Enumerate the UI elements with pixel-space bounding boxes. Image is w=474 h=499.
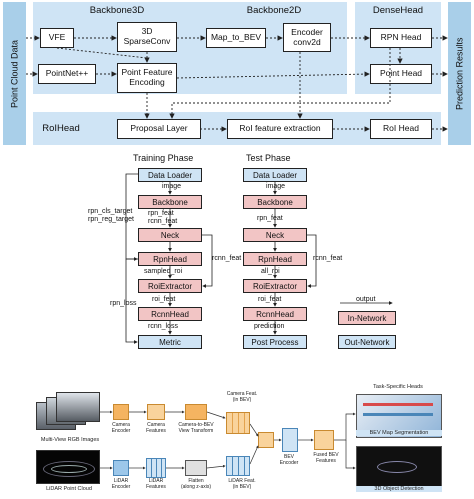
train-neck: Neck (138, 228, 202, 242)
camera-features-label: Camera Features (146, 422, 166, 434)
test-data-loader: Data Loader (243, 168, 307, 182)
proposal-layer-box: Proposal Layer (117, 119, 201, 139)
vfe-box: VFE (40, 28, 74, 48)
train-metric: Metric (138, 335, 202, 349)
bev-encoder-label: BEV Encoder (279, 454, 299, 466)
lidar-features-shape (146, 458, 166, 478)
camera-feat-bev-grid (226, 412, 250, 434)
test-rpnhead: RpnHead (243, 252, 307, 266)
lidar-label: LiDAR Point Cloud (46, 486, 92, 492)
camera-to-bev-shape (185, 404, 207, 420)
map-to-bev-box: Map_to_BEV (206, 28, 266, 48)
lidar-encoder-label: LiDAR Encoder (111, 478, 131, 490)
train-rcnnhead: RcnnHead (138, 307, 202, 321)
object-detection-image (356, 446, 442, 490)
lidar-feat-bev-grid (226, 456, 250, 476)
legend-in-network: In-Network (338, 311, 396, 325)
encoder-conv2d-box: Encoder conv2d (283, 23, 331, 52)
legend-output-label: output (356, 296, 376, 303)
test-edge-rpn-feat: rpn_feat (257, 215, 283, 222)
point-cloud-data-bar: Point Cloud Data (3, 2, 26, 145)
rpn-cls-target-label: rpn_cls_target (88, 208, 133, 215)
lidar-point-cloud-image (36, 450, 100, 484)
train-edge-rpn-feat: rpn_feat (148, 210, 174, 217)
object-detection-label: 3D Object Detection (356, 486, 442, 493)
train-edge-sampled-roi: sampled_roi (144, 268, 183, 275)
camera-feat-bev-label: Camera Feat. (in BEV) (226, 391, 258, 403)
lidar-encoder-shape (113, 460, 129, 476)
densehead-title: DenseHead (372, 4, 424, 16)
camera-features-shape (147, 404, 165, 420)
rcnn-feat-side-label: rcnn_feat (212, 255, 242, 262)
train-rpnhead: RpnHead (138, 252, 202, 266)
train-edge-roi-feat: roi_feat (152, 296, 176, 303)
pointnet-box: PointNet++ (38, 64, 96, 84)
camera-to-bev-label: Camera-to-BEV View Transform (178, 422, 214, 434)
test-edge-all-roi: all_roi (261, 268, 280, 275)
flatten-shape (185, 460, 207, 476)
train-roiextractor: RoiExtractor (138, 279, 202, 293)
train-edge-rcnn-feat: rcnn_feat (148, 218, 178, 225)
train-data-loader: Data Loader (138, 168, 202, 182)
flatten-label: Flatten (along z-axis) (180, 478, 211, 490)
test-phase-title: Test Phase (246, 153, 291, 163)
roihead-title: RoIHead (42, 122, 80, 134)
test-rcnnhead: RcnnHead (243, 307, 307, 321)
test-post-process: Post Process (243, 335, 307, 349)
test-backbone: Backbone (243, 195, 307, 209)
fused-bev-label: Fused BEV Features (313, 452, 339, 464)
bev-map-seg-label: BEV Map Segmentation (356, 430, 442, 437)
rpn-reg-target-label: rpn_reg_target (88, 216, 134, 223)
camera-encoder-shape (113, 404, 129, 420)
bev-encoder-shape (282, 428, 298, 452)
rcnn-feat-test-side-label: rcnn_feat (313, 255, 343, 262)
point-head-box: Point Head (370, 64, 432, 84)
train-edge-image: image (162, 183, 182, 190)
test-neck: Neck (243, 228, 307, 242)
rpn-loss-label: rpn_loss (110, 300, 137, 307)
lidar-feat-bev-label: LiDAR Feat. (in BEV) (228, 478, 256, 490)
fusion-node (258, 432, 274, 448)
pfe-box: Point Feature Encoding (117, 63, 177, 93)
test-edge-roi-feat: roi_feat (258, 296, 282, 303)
train-backbone: Backbone (138, 195, 202, 209)
sparseconv-box: 3D SparseConv (117, 22, 177, 52)
test-edge-prediction: prediction (254, 323, 285, 330)
fused-bev-shape (314, 430, 334, 450)
backbone3d-title: Backbone3D (89, 4, 145, 16)
backbone2d-title: Backbone2D (246, 4, 302, 16)
multiview-rgb-images (36, 392, 100, 436)
multiview-label: Multi-View RGB Images (40, 437, 100, 443)
roi-head-box: RoI Head (370, 119, 432, 139)
test-edge-image: image (266, 183, 286, 190)
legend-out-network: Out-Network (338, 335, 396, 349)
task-heads-title: Task-Specific Heads (373, 384, 423, 390)
camera-encoder-label: Camera Encoder (111, 422, 131, 434)
roi-feature-extraction-box: RoI feature extraction (227, 119, 333, 139)
rpn-head-box: RPN Head (370, 28, 432, 48)
lidar-features-label: LiDAR Features (146, 478, 166, 490)
prediction-results-bar: Prediction Results (448, 2, 471, 145)
train-edge-rcnn-loss: rcnn_loss (148, 323, 178, 330)
test-roiextractor: RoiExtractor (243, 279, 307, 293)
training-phase-title: Training Phase (133, 153, 194, 163)
